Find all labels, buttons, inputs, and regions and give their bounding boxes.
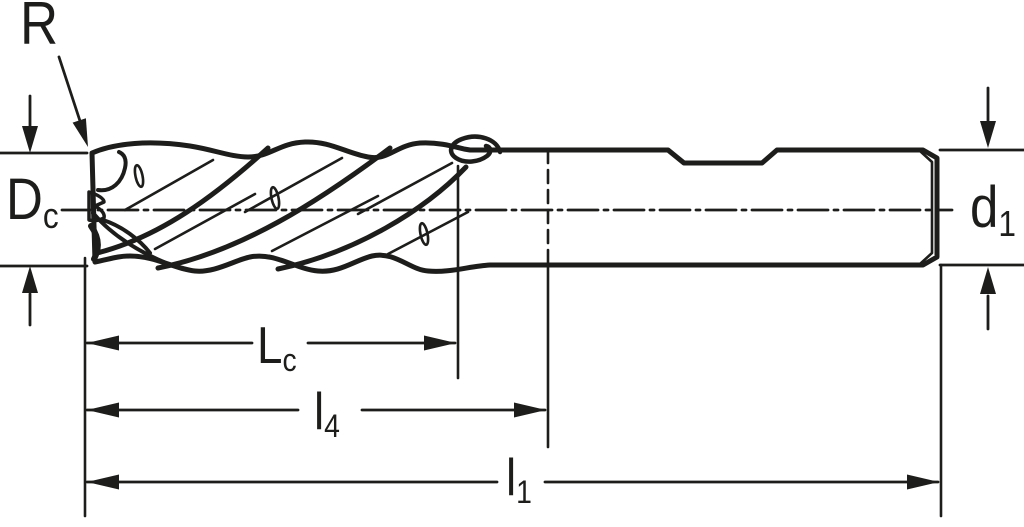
length-4-label: l4 [314, 383, 340, 442]
cutting-diameter-base: D [6, 167, 43, 232]
flute-spiral [275, 164, 469, 272]
flute-hatch-lines [123, 156, 470, 256]
cut-length-label: Lc [257, 317, 297, 376]
lc-left-arrow-head [87, 335, 119, 351]
cutting-diameter-label: Dc [6, 171, 59, 234]
cut-length-base: L [257, 317, 283, 375]
radius-leader-arrow-head [72, 118, 88, 147]
center-gash-notch [87, 190, 106, 223]
runout-mark [133, 163, 145, 189]
flute-spiral [155, 145, 393, 271]
hatch-line [123, 158, 215, 212]
flute-runout-curl [448, 134, 503, 164]
d1-down-arrow-head [980, 121, 996, 148]
hatch-line [243, 156, 344, 214]
face-edge-arc [101, 218, 152, 255]
radius-leader-line [57, 55, 82, 123]
face-shade [88, 223, 101, 262]
runout-mark [269, 185, 281, 211]
diameter-reference-lines [0, 148, 1024, 268]
overall-length-base: l [506, 449, 517, 507]
flute-runout-marks [133, 163, 430, 247]
l1-right-arrow-head [907, 474, 939, 490]
lc-right-arrow-head [424, 335, 456, 351]
hatch-line [356, 161, 454, 216]
dimension-lines [85, 335, 940, 490]
radius-label-text: R [20, 0, 59, 57]
face-edge-arc [96, 150, 128, 193]
hatch-line [153, 192, 257, 251]
length-4-sub: 4 [324, 408, 340, 445]
d1-up-arrow-head [980, 267, 996, 294]
shank-diameter-label: d1 [970, 179, 1016, 242]
overall-length-label: l1 [506, 449, 532, 508]
hatch-line [270, 194, 380, 253]
front-face-details [87, 150, 152, 262]
radius-label: R [20, 0, 58, 54]
radius-leader [57, 55, 88, 147]
cutting-diameter-sub: c [42, 195, 59, 237]
shank-diameter-base: d [970, 175, 999, 240]
shank-diameter-sub: 1 [998, 203, 1016, 245]
diameter-arrows [22, 86, 996, 331]
cut-length-sub: c [282, 342, 297, 379]
flute-spiral [94, 145, 271, 256]
l1-left-arrow-head [87, 474, 119, 490]
l4-right-arrow-head [514, 402, 546, 418]
tool-silhouette [89, 139, 940, 274]
length-4-base: l [314, 383, 325, 441]
tool-body [87, 134, 940, 274]
shank-chamfer-facet [918, 149, 934, 266]
dc-up-arrow-head [22, 266, 38, 293]
runout-mark [418, 221, 430, 247]
l4-left-arrow-head [87, 402, 119, 418]
dc-down-arrow-head [22, 126, 38, 153]
extension-lines [83, 148, 943, 518]
overall-length-sub: 1 [516, 474, 532, 511]
